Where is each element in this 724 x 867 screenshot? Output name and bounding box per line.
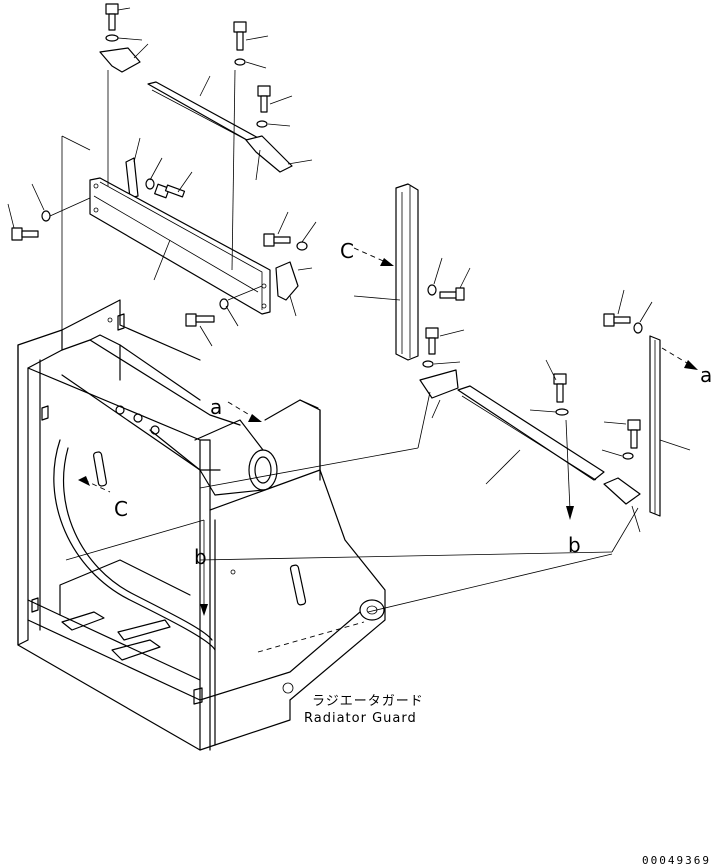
washer-icon bbox=[105, 34, 119, 42]
upper-strip bbox=[147, 81, 263, 145]
view-label-b-frame: b bbox=[194, 545, 207, 569]
view-label-b-right: b bbox=[568, 533, 581, 557]
strip-bracket bbox=[419, 369, 459, 399]
bolt-icon bbox=[425, 327, 439, 355]
right-hardware bbox=[353, 183, 698, 533]
side-bracket bbox=[275, 261, 299, 301]
vertical-channel bbox=[395, 183, 419, 361]
caption-japanese: ラジエータガード bbox=[312, 694, 424, 709]
radiator-guard-frame bbox=[17, 299, 386, 751]
bolt-icon bbox=[263, 233, 291, 247]
view-label-c-top: C bbox=[340, 239, 354, 263]
leader-lines bbox=[65, 247, 639, 653]
corner-bracket bbox=[245, 135, 293, 173]
clip-bracket bbox=[99, 47, 141, 73]
bolt-icon bbox=[627, 419, 641, 449]
washer-icon bbox=[427, 284, 437, 296]
view-label-c-frame: C bbox=[114, 497, 128, 521]
upper-hardware bbox=[7, 3, 317, 347]
bolt-icon bbox=[553, 373, 567, 403]
view-label-a-right: a bbox=[700, 363, 712, 387]
bolt-icon bbox=[185, 313, 215, 327]
bolt-icon bbox=[154, 183, 186, 199]
end-bracket bbox=[603, 477, 641, 505]
bolt-icon bbox=[11, 227, 39, 241]
bolt-icon bbox=[439, 287, 465, 301]
washer-icon bbox=[256, 120, 268, 128]
drawing-number: 00049369 bbox=[642, 854, 711, 867]
view-label-a: a bbox=[210, 395, 222, 419]
caption-english: Radiator Guard bbox=[304, 711, 417, 726]
washer-icon bbox=[234, 58, 246, 66]
horizontal-strip bbox=[457, 385, 605, 481]
bolt-icon bbox=[233, 21, 269, 51]
washer-icon bbox=[41, 210, 51, 222]
bolt-icon bbox=[257, 85, 293, 113]
bolt-icon bbox=[105, 3, 131, 31]
bolt-icon bbox=[603, 313, 631, 327]
small-plate bbox=[125, 157, 139, 199]
